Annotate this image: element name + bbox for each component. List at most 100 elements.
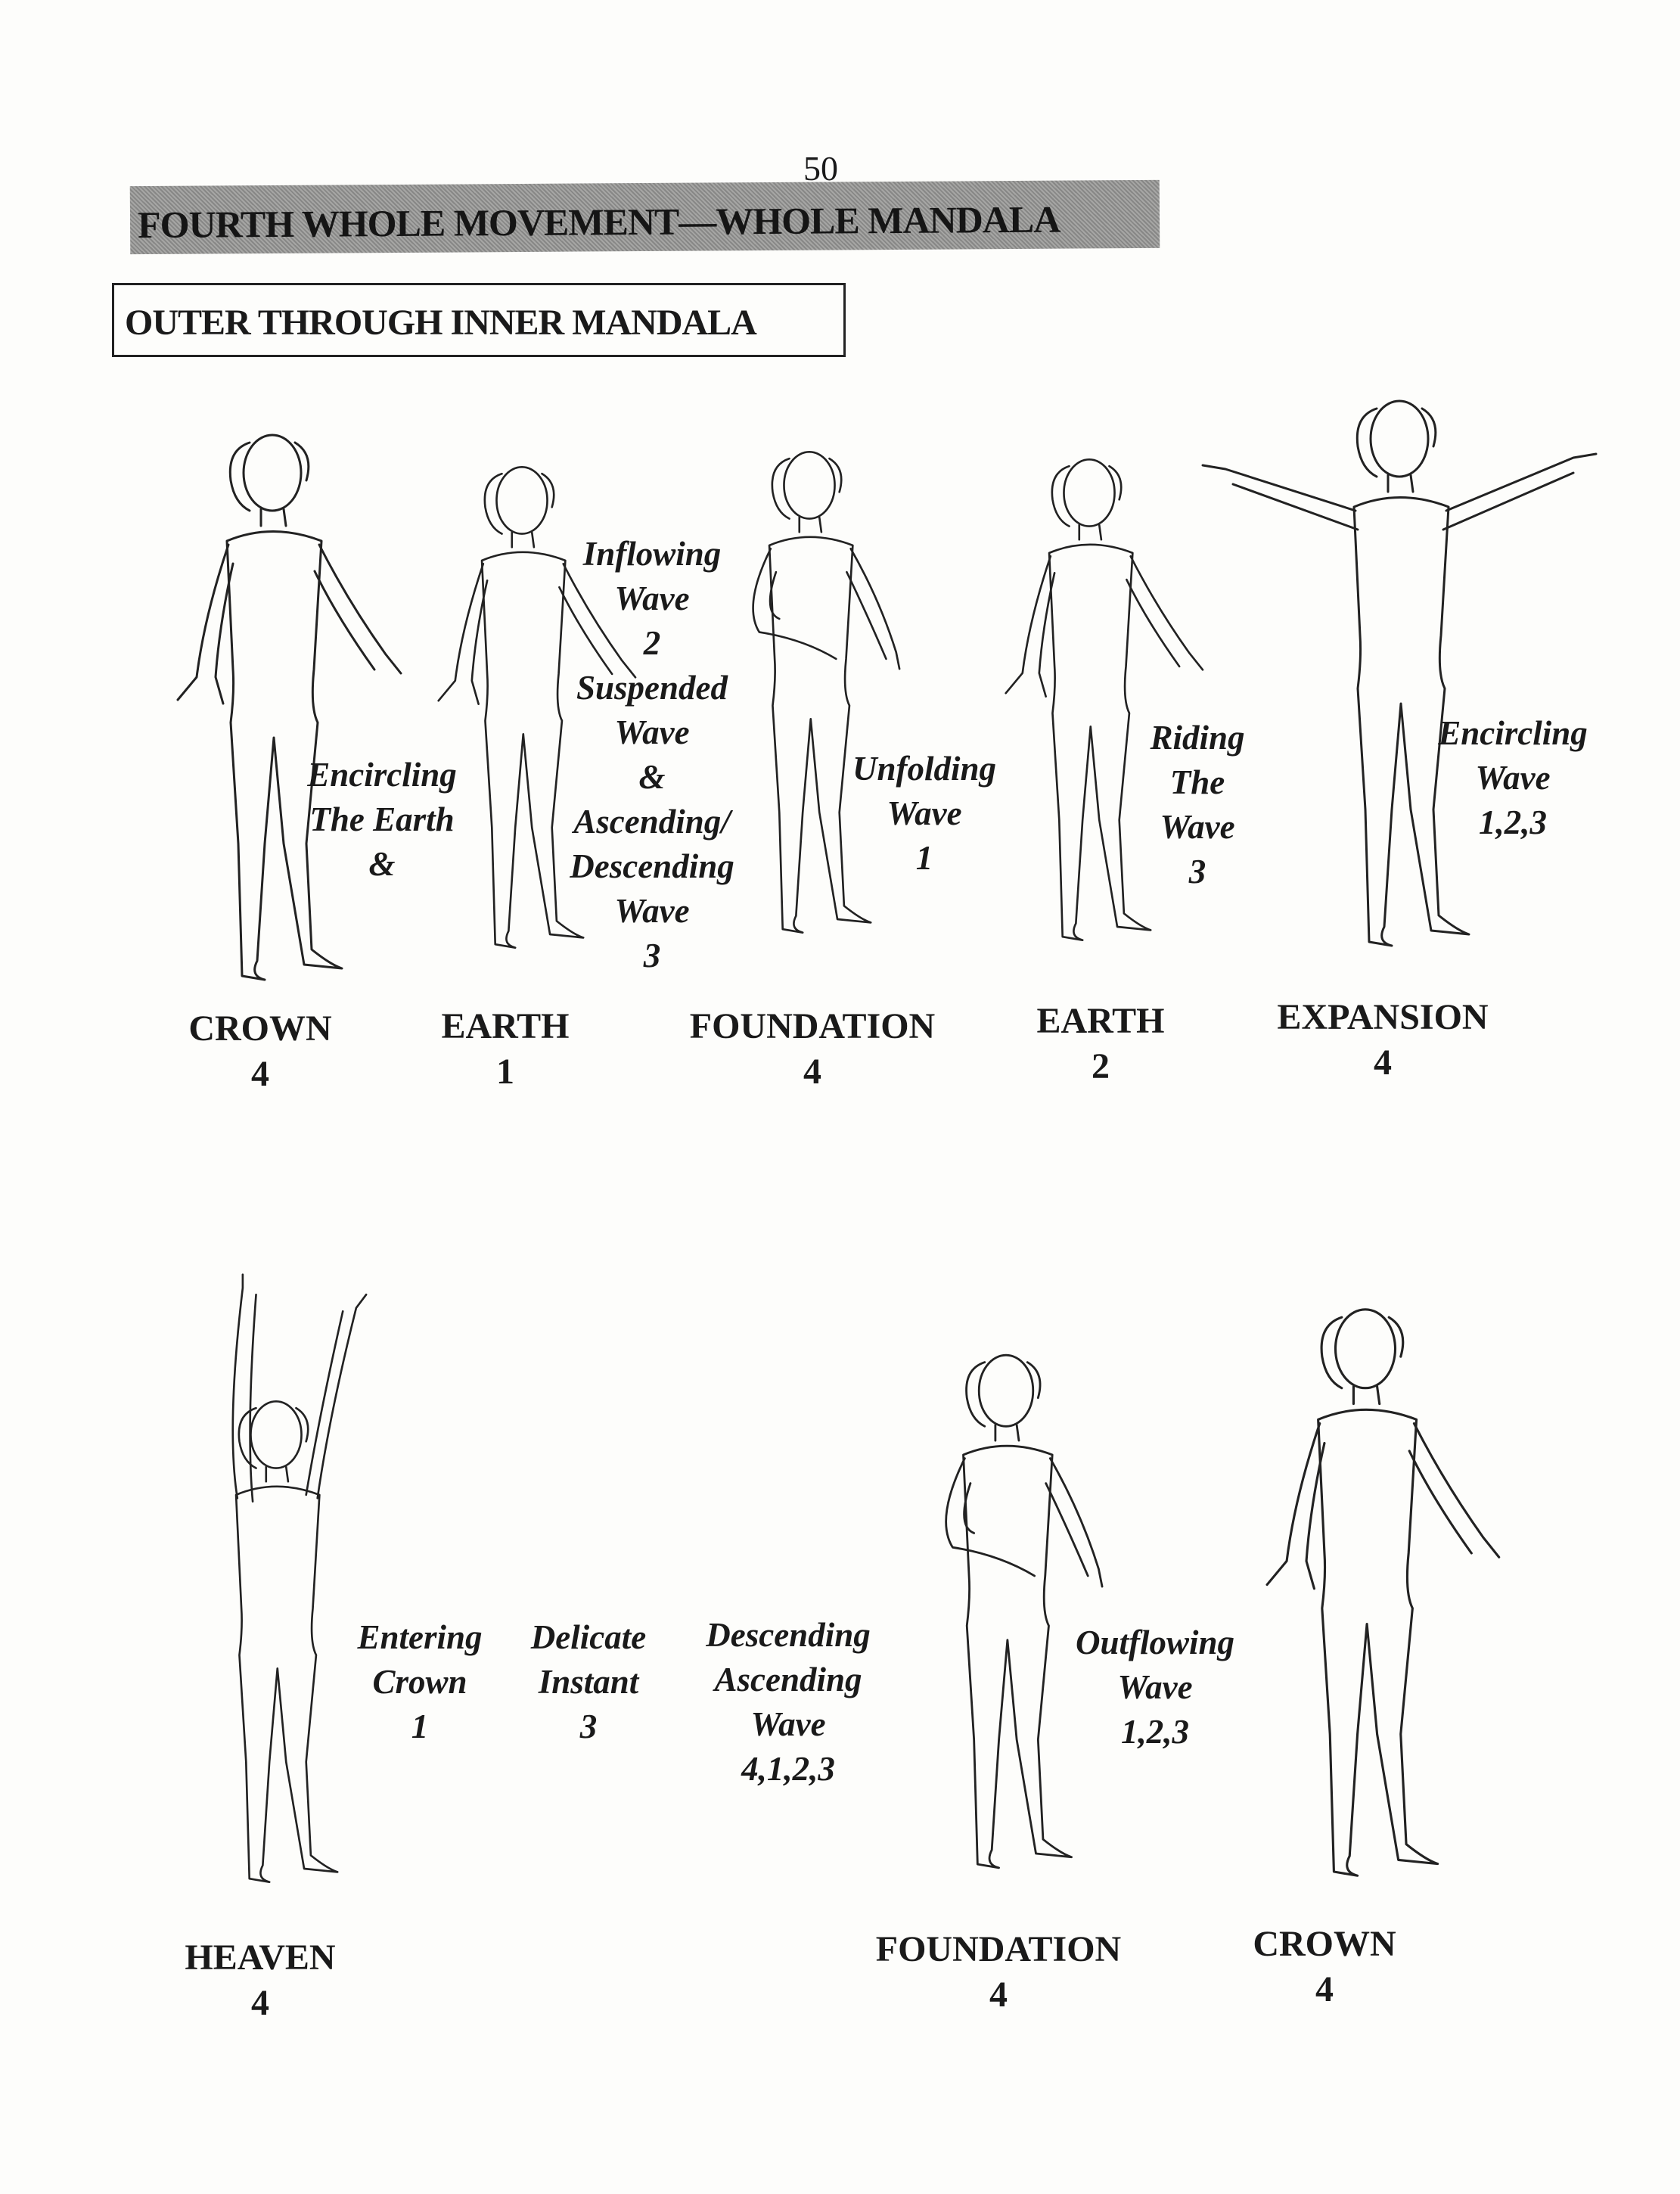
- section-title-banner: FOURTH WHOLE MOVEMENT—WHOLE MANDALA: [129, 179, 1160, 255]
- subsection-title: OUTER THROUGH INNER MANDALA: [125, 303, 757, 343]
- position-label: FOUNDATION 4: [847, 1927, 1150, 2018]
- left-arm: [1201, 464, 1359, 531]
- position-name: FOUNDATION: [689, 1006, 936, 1046]
- caption-line: Riding: [1150, 719, 1245, 757]
- body: [1352, 496, 1470, 947]
- neck: [1078, 524, 1103, 541]
- caption-line: The Earth: [309, 800, 455, 838]
- caption-line: Suspended: [576, 669, 728, 707]
- caption-line: Inflowing: [582, 535, 722, 573]
- position-count: 4: [251, 1983, 269, 2023]
- caption-line: 1: [915, 839, 933, 877]
- position-label: EARTH 2: [949, 999, 1252, 1089]
- right-arm: [1442, 452, 1598, 531]
- caption-line: 3: [1188, 853, 1206, 890]
- figure-foundation-top: [752, 451, 901, 934]
- caption-line: 4,1,2,3: [741, 1750, 835, 1788]
- position-label: FOUNDATION 4: [661, 1004, 964, 1095]
- caption-line: Wave: [1160, 808, 1235, 846]
- neck: [1387, 474, 1414, 493]
- neck: [265, 1465, 290, 1483]
- caption-line: Wave: [887, 794, 962, 832]
- right-arm: [1408, 1422, 1501, 1558]
- neck: [511, 531, 536, 548]
- head: [977, 1353, 1035, 1428]
- caption-line: Wave: [1117, 1668, 1193, 1706]
- position-name: CROWN: [188, 1008, 332, 1049]
- hair: [483, 472, 555, 535]
- left-arm: [437, 562, 489, 705]
- left-arm: [1265, 1422, 1326, 1590]
- caption-line: 2: [643, 624, 661, 662]
- hair: [1355, 407, 1437, 478]
- hair: [1051, 465, 1123, 527]
- caption-line: &: [368, 845, 396, 883]
- figure-expansion: [1201, 399, 1598, 947]
- caption-line: Wave: [750, 1705, 826, 1743]
- caption-line: 3: [643, 937, 661, 974]
- figure-earth-2: [1005, 458, 1204, 941]
- neck: [994, 1423, 1020, 1442]
- neck: [798, 516, 823, 533]
- figure-earth-1: [437, 466, 637, 949]
- caption-line: 1,2,3: [1121, 1713, 1189, 1751]
- position-count: 4: [803, 1052, 821, 1092]
- right-arm: [1126, 555, 1204, 671]
- caption-line: &: [638, 758, 666, 796]
- caption-line: Wave: [614, 713, 690, 751]
- left-arm: [752, 547, 837, 660]
- body: [962, 1444, 1073, 1869]
- caption-line: The: [1169, 763, 1225, 801]
- neck: [259, 508, 287, 527]
- head: [250, 1400, 303, 1469]
- caption-line: 1,2,3: [1479, 803, 1547, 841]
- position-count: 1: [496, 1052, 514, 1092]
- position-name: FOUNDATION: [875, 1929, 1122, 1969]
- position-count: 4: [1374, 1043, 1392, 1083]
- subsection-title-box: OUTER THROUGH INNER MANDALA: [112, 283, 846, 357]
- right-arm: [846, 547, 901, 670]
- left-arm: [1005, 555, 1056, 698]
- left-arm: [945, 1457, 1036, 1577]
- position-count: 4: [1315, 1969, 1334, 2009]
- caption-line: Wave: [1475, 759, 1551, 797]
- caption-line: 1: [411, 1708, 429, 1745]
- body: [768, 536, 872, 934]
- hair: [238, 1406, 309, 1469]
- caption-line: Outflowing: [1075, 1624, 1235, 1661]
- position-name: EARTH: [1036, 1001, 1165, 1041]
- caption-line: 3: [579, 1708, 598, 1745]
- position-count: 2: [1092, 1046, 1110, 1086]
- head: [1334, 1308, 1397, 1390]
- body: [225, 530, 343, 981]
- hair: [1320, 1316, 1405, 1390]
- hair: [771, 457, 843, 520]
- caption-line: Encircling: [307, 756, 457, 794]
- position-count: 4: [989, 1975, 1008, 2015]
- caption-line: Encircling: [1438, 714, 1588, 752]
- caption-line: Wave: [614, 580, 690, 617]
- figure-crown-bottom: [1265, 1308, 1501, 1877]
- hair: [228, 441, 310, 512]
- right-arm: [1045, 1457, 1104, 1588]
- figure-crown-top: [176, 434, 402, 981]
- figure-heaven: [231, 1273, 368, 1883]
- caption-line: Descending: [570, 847, 734, 885]
- left-arm: [231, 1273, 257, 1503]
- head: [495, 466, 548, 535]
- right-arm: [558, 562, 637, 679]
- caption-line: Delicate: [530, 1618, 647, 1656]
- body: [480, 551, 585, 949]
- right-arm: [313, 543, 402, 675]
- right-arm: [305, 1293, 368, 1499]
